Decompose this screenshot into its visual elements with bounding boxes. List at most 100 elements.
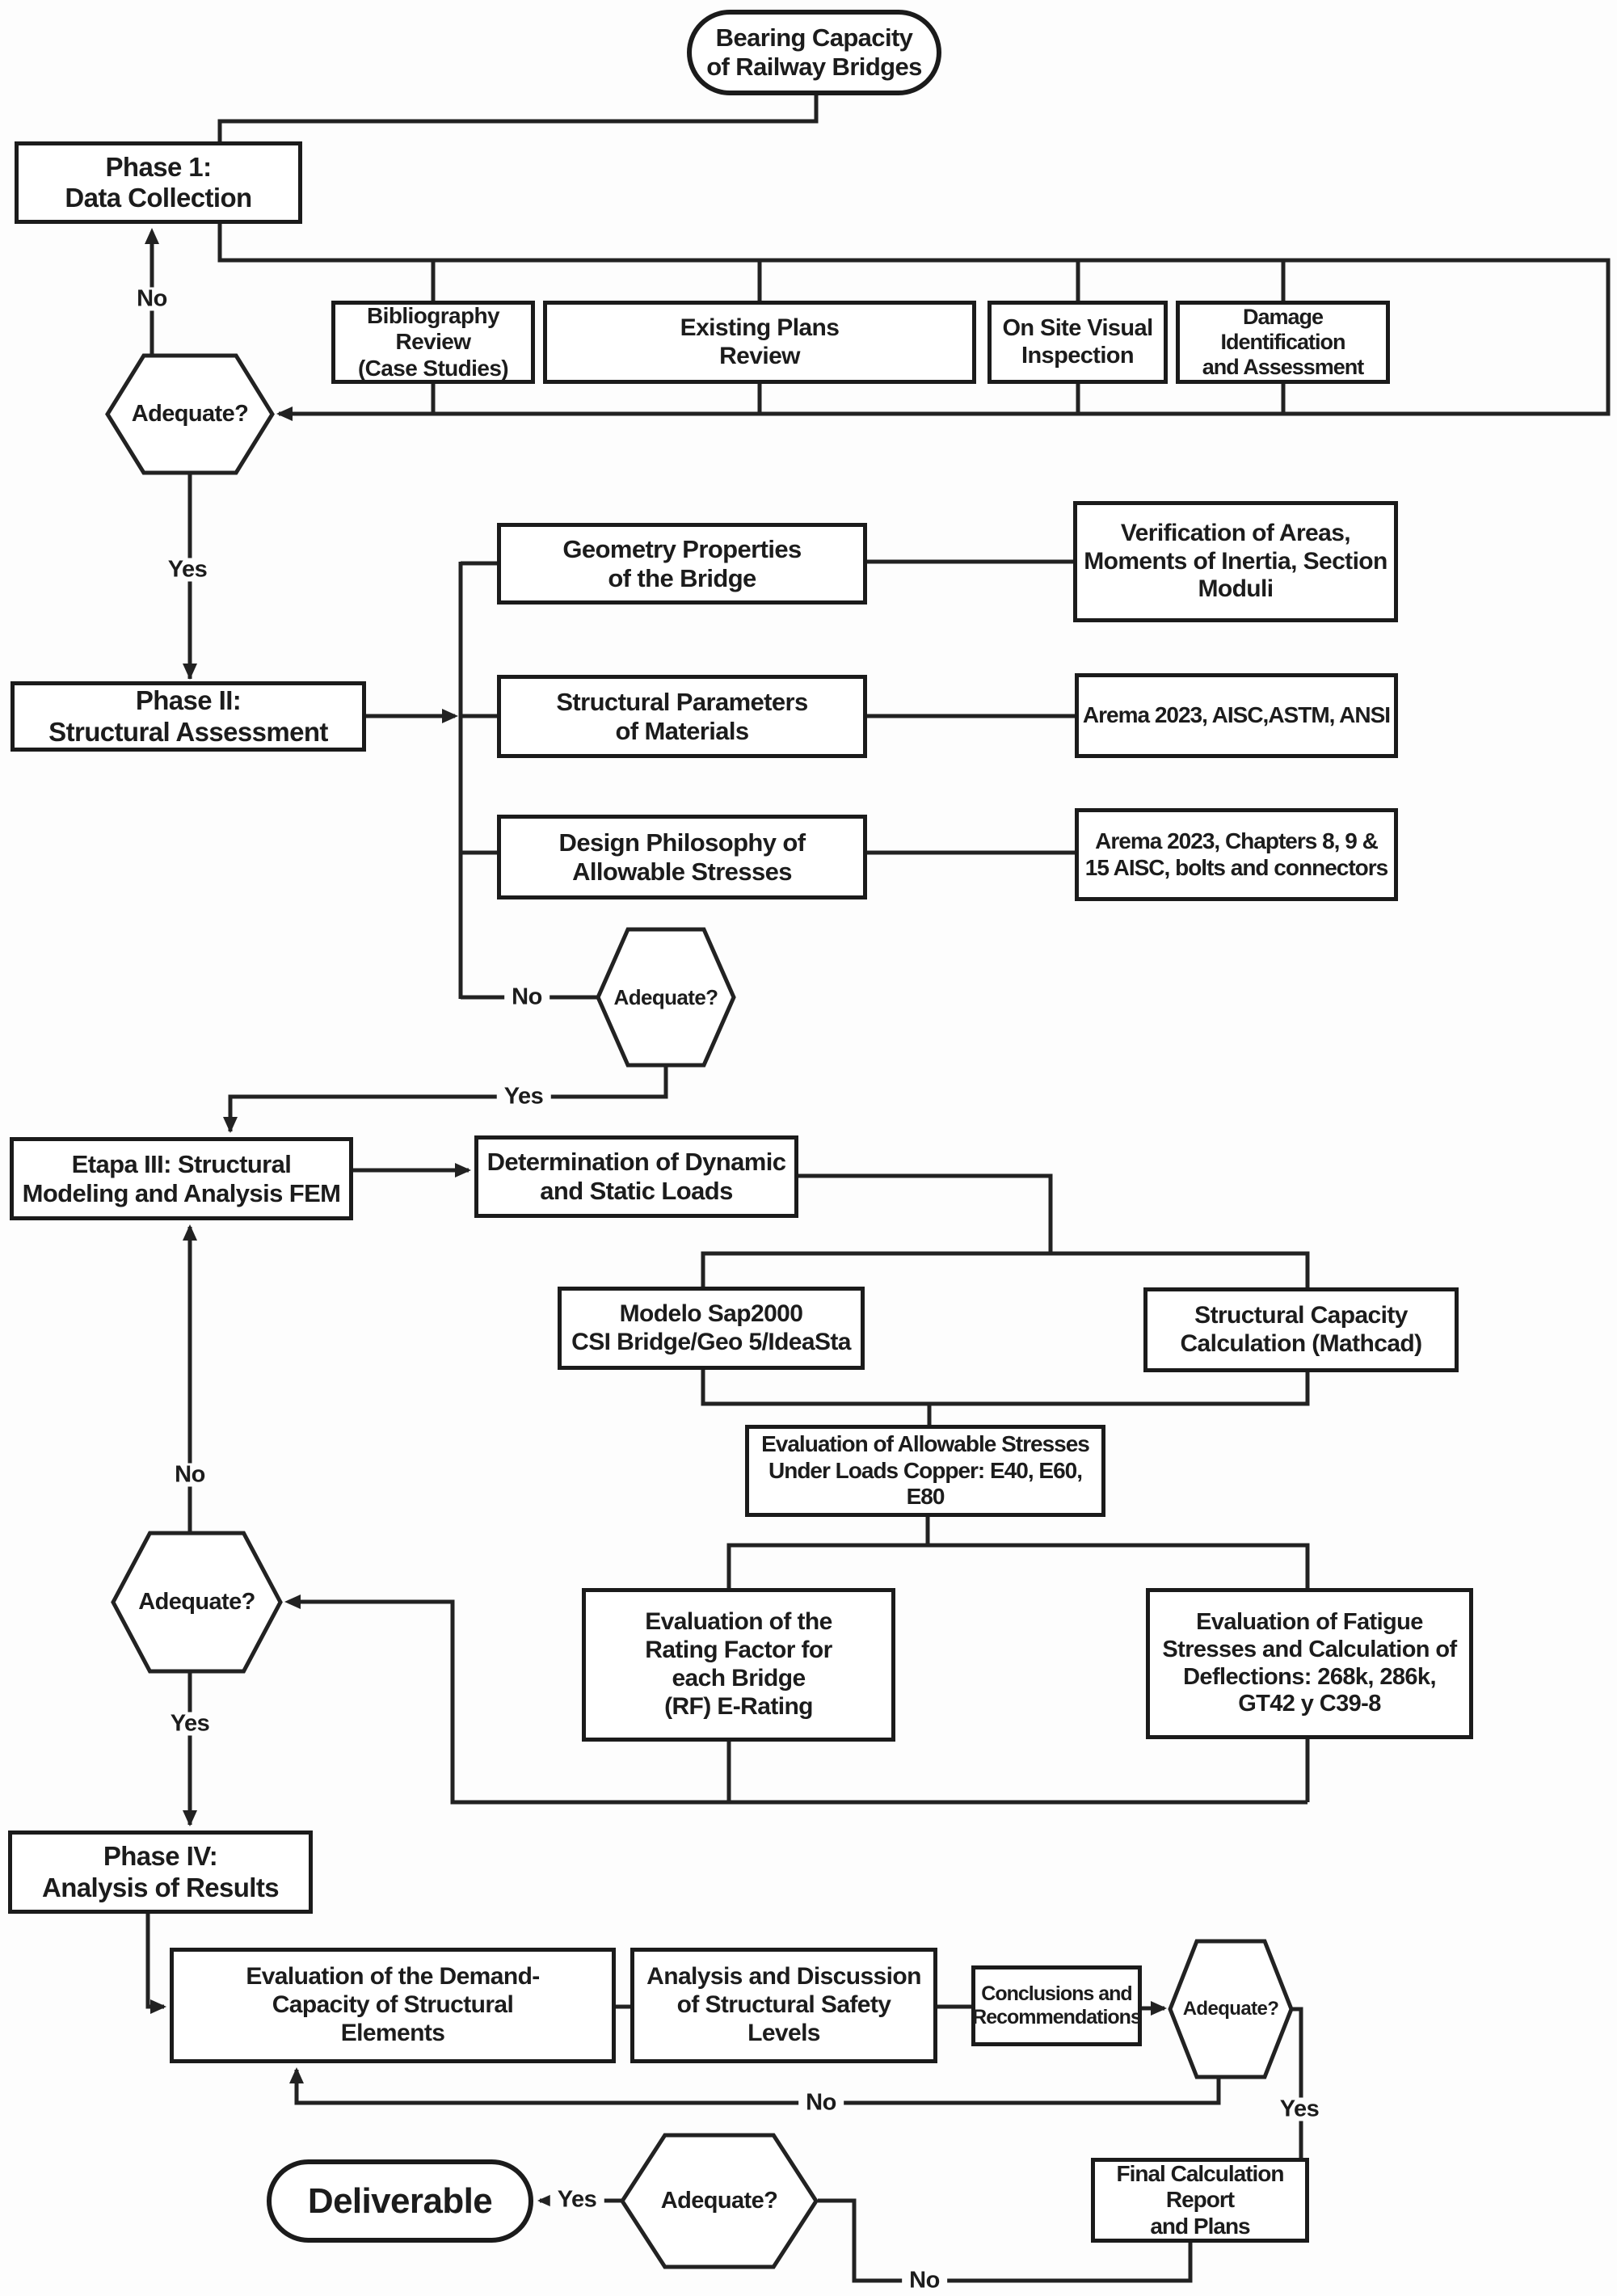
edge-label-yes-5: Yes <box>550 2188 604 2212</box>
arrowhead <box>150 1999 166 2014</box>
node-phase1: Phase 1: Data Collection <box>15 141 302 224</box>
arrowhead <box>183 1224 197 1241</box>
node-phase4: Phase IV: Analysis of Results <box>8 1830 313 1914</box>
node-existing-plans-review-label: Existing Plans Review <box>680 314 840 369</box>
decision-adequate-3: Adequate? <box>113 1533 280 1671</box>
node-arema-standards-label: Arema 2023, AISC,ASTM, ANSI <box>1082 702 1391 728</box>
node-verification-areas-label: Verification of Areas, Moments of Inerti… <box>1084 519 1388 603</box>
decision-adequate-5-label: Adequate? <box>660 2188 778 2214</box>
node-rating-factor: Evaluation of the Rating Factor for each… <box>582 1588 895 1742</box>
connector-line <box>701 1370 1310 1406</box>
node-allowable-stresses: Evaluation of Allowable Stresses Under L… <box>745 1425 1105 1517</box>
node-mathcad-calculation-label: Structural Capacity Calculation (Mathcad… <box>1180 1301 1422 1357</box>
node-deliverable-label: Deliverable <box>307 2180 493 2221</box>
node-on-site-inspection-label: On Site Visual Inspection <box>1002 314 1153 369</box>
edge-label-yes-3: Yes <box>162 1712 217 1736</box>
connector-line <box>228 1065 668 1131</box>
connector-line <box>145 1914 164 2009</box>
node-allowable-stresses-label: Evaluation of Allowable Stresses Under L… <box>761 1431 1090 1510</box>
connector-line <box>294 2070 1221 2105</box>
arrowhead <box>284 1595 301 1609</box>
node-on-site-inspection: On Site Visual Inspection <box>987 301 1168 384</box>
node-etapa3-label: Etapa III: Structural Modeling and Analy… <box>22 1149 341 1207</box>
arrowhead <box>289 2067 304 2083</box>
decision-adequate-4-label: Adequate? <box>1182 1998 1279 2020</box>
edge-label-no-5: No <box>902 2269 947 2293</box>
node-arema-chapters: Arema 2023, Chapters 8, 9 & 15 AISC, bol… <box>1075 808 1398 901</box>
decision-hexagon-shape <box>111 1531 283 1674</box>
node-fatigue-stresses: Evaluation of Fatigue Stresses and Calcu… <box>1146 1588 1473 1739</box>
decision-adequate-3-label: Adequate? <box>138 1589 255 1615</box>
node-sap2000-model-label: Modelo Sap2000 CSI Bridge/Geo 5/IdeaSta <box>571 1300 851 1355</box>
edge-label-no-2: No <box>504 985 550 1009</box>
decision-hexagon-shape <box>596 927 736 1068</box>
decision-adequate-2-label: Adequate? <box>613 984 719 1009</box>
decision-adequate-5: Adequate? <box>622 2135 816 2267</box>
decision-hexagon-shape <box>105 353 275 475</box>
node-geometry-properties: Geometry Properties of the Bridge <box>497 523 867 605</box>
node-bibliography-review-label: Bibliography Review (Case Studies) <box>357 302 509 381</box>
decision-adequate-4: Adequate? <box>1170 1941 1291 2077</box>
connector-line <box>701 1251 1310 1287</box>
decision-adequate-1-label: Adequate? <box>131 401 249 427</box>
node-structural-parameters: Structural Parameters of Materials <box>497 675 867 758</box>
arrowhead <box>537 2193 554 2208</box>
node-geometry-properties-label: Geometry Properties of the Bridge <box>562 534 802 592</box>
node-demand-capacity-label: Evaluation of the Demand- Capacity of St… <box>246 1963 540 2046</box>
arrowhead <box>183 1810 197 1826</box>
arrowhead <box>276 407 293 421</box>
arrowhead <box>455 1163 471 1177</box>
node-sap2000-model: Modelo Sap2000 CSI Bridge/Geo 5/IdeaSta <box>558 1287 865 1370</box>
connector-line <box>1291 2007 1303 2158</box>
node-phase2-label: Phase II: Structural Assessment <box>48 685 328 747</box>
node-structural-parameters-label: Structural Parameters of Materials <box>556 687 808 745</box>
arrowhead <box>442 709 458 723</box>
node-design-philosophy-label: Design Philosophy of Allowable Stresses <box>558 828 806 886</box>
node-final-report: Final Calculation Report and Plans <box>1091 2158 1309 2243</box>
node-bibliography-review: Bibliography Review (Case Studies) <box>331 301 535 384</box>
edge-label-yes-4: Yes <box>1272 2097 1327 2121</box>
arrowhead <box>183 664 197 680</box>
connector-line <box>217 224 1611 416</box>
edge-label-no-4: No <box>798 2091 844 2115</box>
node-phase4-label: Phase IV: Analysis of Results <box>41 1841 280 1902</box>
arrowhead <box>1151 2001 1167 2016</box>
edge-label-yes-2: Yes <box>496 1085 551 1109</box>
node-arema-chapters-label: Arema 2023, Chapters 8, 9 & 15 AISC, bol… <box>1084 828 1388 880</box>
node-rating-factor-label: Evaluation of the Rating Factor for each… <box>645 1608 832 1720</box>
node-damage-identification: Damage Identification and Assessment <box>1176 301 1390 384</box>
connector-line <box>818 2198 1193 2283</box>
node-final-report-label: Final Calculation Report and Plans <box>1116 2160 1284 2239</box>
decision-adequate-1: Adequate? <box>107 356 272 473</box>
node-determination-loads-label: Determination of Dynamic and Static Load… <box>486 1148 786 1205</box>
arrowhead <box>223 1117 238 1133</box>
node-safety-levels: Analysis and Discussion of Structural Sa… <box>630 1948 937 2063</box>
decision-hexagon-shape <box>620 2133 819 2269</box>
node-safety-levels-label: Analysis and Discussion of Structural Sa… <box>646 1963 921 2046</box>
decision-adequate-2: Adequate? <box>598 929 734 1065</box>
edge-label-no-3: No <box>167 1463 213 1487</box>
node-etapa3: Etapa III: Structural Modeling and Analy… <box>10 1137 353 1220</box>
node-determination-loads: Determination of Dynamic and Static Load… <box>474 1135 798 1218</box>
node-damage-identification-label: Damage Identification and Assessment <box>1202 304 1365 380</box>
node-fatigue-stresses-label: Evaluation of Fatigue Stresses and Calcu… <box>1162 1609 1457 1717</box>
node-demand-capacity: Evaluation of the Demand- Capacity of St… <box>170 1948 616 2063</box>
node-phase1-label: Phase 1: Data Collection <box>65 151 252 213</box>
node-arema-standards: Arema 2023, AISC,ASTM, ANSI <box>1075 673 1398 758</box>
node-phase2: Phase II: Structural Assessment <box>11 681 366 752</box>
node-design-philosophy: Design Philosophy of Allowable Stresses <box>497 815 867 899</box>
node-mathcad-calculation: Structural Capacity Calculation (Mathcad… <box>1143 1287 1459 1372</box>
node-start: Bearing Capacity of Railway Bridges <box>687 10 941 95</box>
node-existing-plans-review: Existing Plans Review <box>543 301 976 384</box>
edge-label-yes-1: Yes <box>160 558 215 582</box>
connector-line <box>726 1543 1310 1588</box>
connector-line <box>217 95 819 141</box>
node-verification-areas: Verification of Areas, Moments of Inerti… <box>1073 501 1398 622</box>
node-conclusions: Conclusions and Recommendations <box>971 1965 1142 2046</box>
node-start-label: Bearing Capacity of Railway Bridges <box>706 23 922 81</box>
edge-label-no-1: No <box>129 287 175 311</box>
connector-line <box>798 1173 1053 1253</box>
decision-hexagon-shape <box>1168 1939 1294 2079</box>
